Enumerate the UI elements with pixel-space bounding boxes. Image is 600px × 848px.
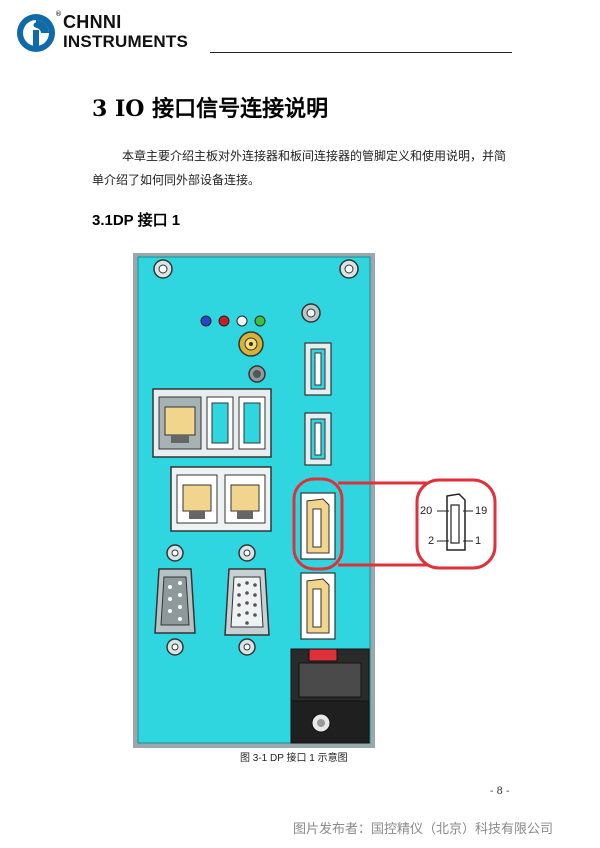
chapter-title: 3 IO 接口信号连接说明	[92, 96, 329, 122]
pin-label-20: 20	[420, 505, 432, 517]
header-rule	[210, 52, 512, 53]
led-white-icon	[236, 315, 248, 327]
coax-connector-icon	[238, 331, 264, 357]
registered-mark: ®	[55, 10, 62, 18]
intro-paragraph-line-2: 单介绍了如何同外部设备连接。	[92, 173, 261, 187]
chnni-logo-icon	[17, 14, 55, 52]
led-blue-icon	[200, 315, 212, 327]
dual-rj45-icon	[170, 466, 272, 532]
screw-hole-icon	[339, 259, 359, 279]
highlight-ring	[292, 477, 344, 571]
section-title: 3.1DP 接口 1	[92, 212, 181, 229]
figure-caption: 图 3-1 DP 接口 1 示意图	[240, 753, 348, 764]
button-icon	[248, 365, 266, 383]
io-panel-figure: 20 19 2 1	[133, 253, 497, 748]
pin-label-1: 1	[475, 535, 481, 547]
power-connector-icon	[290, 648, 370, 744]
vga-port-icon	[224, 544, 270, 656]
brand-subname: INSTRUMENTS	[63, 32, 188, 51]
brand-name: CHNNI	[63, 12, 122, 32]
usb-port-icon	[304, 342, 332, 396]
page-number: - 8 -	[490, 786, 510, 797]
led-red-icon	[218, 315, 230, 327]
serial-port-icon	[154, 544, 196, 656]
publisher-watermark: 图片发布者：国控精仪（北京）科技有限公司	[293, 822, 554, 837]
led-green-icon	[254, 315, 266, 327]
dp-connector-1-icon	[300, 492, 336, 560]
pin-label-19: 19	[475, 505, 487, 517]
lan-usb-combo-icon	[152, 388, 272, 458]
audio-jack-icon	[301, 303, 321, 323]
screw-hole-icon	[153, 259, 173, 279]
pin-label-2: 2	[428, 535, 434, 547]
dp-connector-2-icon	[300, 572, 336, 640]
intro-paragraph-line-1: 本章主要介绍主板对外连接器和板间连接器的管脚定义和使用说明，并简	[122, 149, 507, 163]
usb-port-icon	[304, 412, 332, 466]
dp-pinout-icon	[437, 493, 473, 551]
